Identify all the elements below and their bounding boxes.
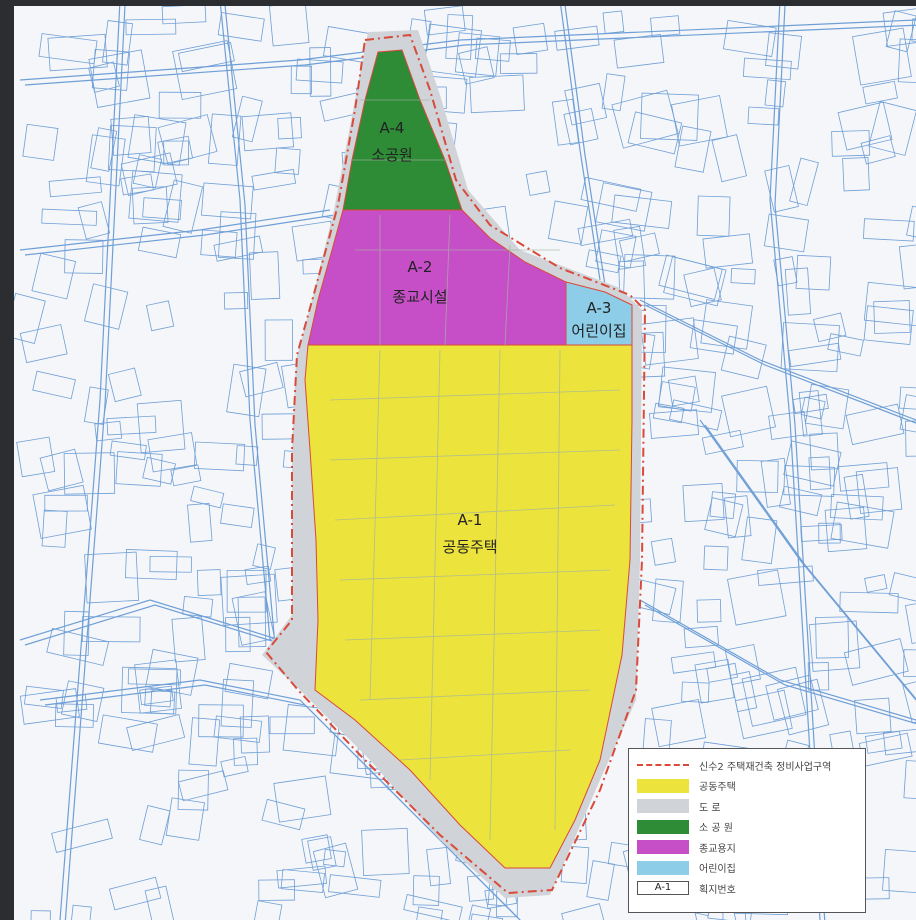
zone-a3-daycare[interactable]: [565, 281, 633, 346]
zone-a1-housing[interactable]: [304, 344, 633, 869]
zone-a4-code: A-4: [380, 119, 405, 137]
zone-parcel-lines: [329, 99, 621, 841]
legend-label: 어린이집: [699, 864, 736, 876]
legend-item-boundary: 신수2 주택재건축 정비사업구역: [637, 755, 857, 776]
legend-item-park: 소 공 원: [637, 817, 857, 838]
top-frame: [0, 0, 916, 6]
legend-item-lot-code: A-1 획지번호: [637, 878, 857, 899]
zone-a2-code: A-2: [408, 258, 433, 276]
legend-item-daycare: 어린이집: [637, 858, 857, 879]
legend-item-religious: 종교용지: [637, 837, 857, 858]
legend-label: 공동주택: [699, 782, 736, 794]
project-boundary: [264, 33, 647, 895]
legend-swatch-boundary: [637, 758, 689, 772]
zone-a2-use: 종교시설: [392, 288, 447, 306]
legend-label: 도 로: [699, 802, 721, 814]
legend-label: 신수2 주택재건축 정비사업구역: [699, 761, 832, 773]
legend-item-road: 도 로: [637, 796, 857, 817]
legend-label: 소 공 원: [699, 823, 733, 835]
zone-a1-use: 공동주택: [442, 538, 497, 556]
left-frame: [0, 0, 14, 920]
map-legend: 신수2 주택재건축 정비사업구역 공동주택 도 로 소 공 원 종교용지 어린이…: [628, 748, 866, 913]
legend-swatch-road: [637, 799, 689, 814]
zone-a3-use: 어린이집: [571, 322, 626, 340]
legend-label: 종교용지: [699, 843, 736, 855]
zone-a4-use: 소공원: [371, 146, 412, 164]
zone-a3-code: A-3: [587, 299, 612, 317]
legend-swatch-park: [637, 819, 689, 834]
zone-a1-code: A-1: [458, 511, 483, 529]
legend-swatch-lot-code: A-1: [637, 881, 689, 896]
legend-swatch-religious: [637, 840, 689, 855]
legend-label: 획지번호: [699, 884, 736, 896]
legend-swatch-daycare: [637, 860, 689, 875]
legend-item-housing: 공동주택: [637, 776, 857, 797]
legend-swatch-housing: [637, 778, 689, 793]
